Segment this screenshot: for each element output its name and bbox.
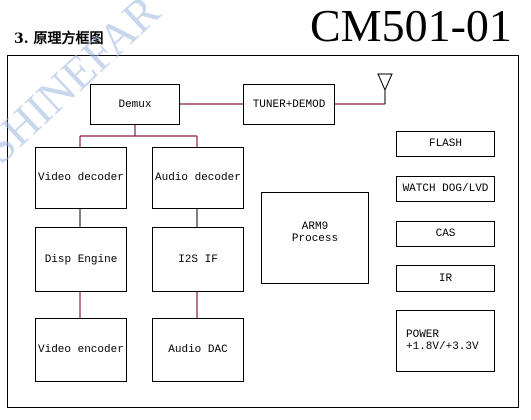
cas-block: CAS xyxy=(396,221,495,247)
demux-block: Demux xyxy=(90,84,180,125)
video-encoder-block: Video encoder xyxy=(35,318,127,382)
arm9-process-block: ARM9 Process xyxy=(261,192,369,284)
audio-decoder-block: Audio decoder xyxy=(152,147,244,209)
diagram-frame xyxy=(7,55,519,408)
ir-block: IR xyxy=(396,265,495,292)
disp-engine-block: Disp Engine xyxy=(35,227,127,292)
power-block: POWER +1.8V/+3.3V xyxy=(396,310,495,372)
flash-block: FLASH xyxy=(396,131,495,157)
i2s-if-block: I2S IF xyxy=(152,227,244,292)
section-title: 3. 原理方框图 xyxy=(14,31,104,47)
tuner-block: TUNER+DEMOD xyxy=(243,84,335,125)
watchdog-lvd-block: WATCH DOG/LVD xyxy=(396,176,495,202)
model-number: CM501-01 xyxy=(310,0,512,51)
audio-dac-block: Audio DAC xyxy=(152,318,244,382)
video-decoder-block: Video decoder xyxy=(35,147,127,209)
